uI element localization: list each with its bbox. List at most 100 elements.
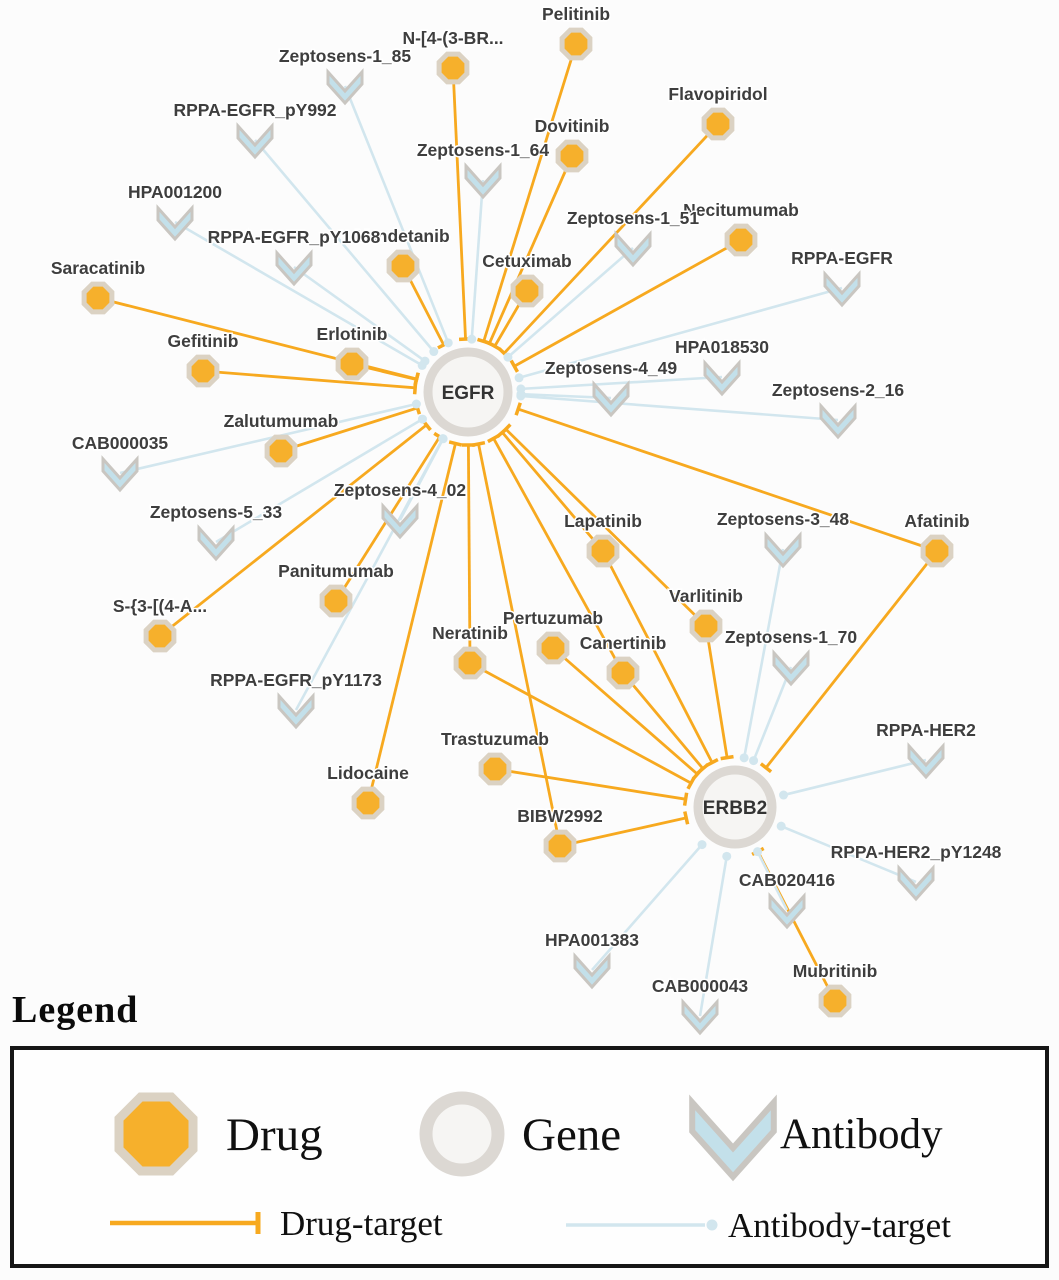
node-label-cetuximab: Cetuximab (482, 251, 571, 271)
drug-node-s-3-4-a (143, 619, 177, 653)
node-label-flavopiridol: Flavopiridol (668, 84, 767, 104)
edge-drug-target-varlitinib (704, 625, 729, 758)
drug-node-dovitinib (555, 139, 589, 173)
edge-antibody-target-hpa001200 (174, 220, 423, 367)
antibody-chevron (614, 230, 652, 268)
legend-antibody-chevron (689, 1094, 777, 1182)
antibody-target-dot (516, 391, 526, 401)
drug-octagon (81, 281, 115, 315)
antibody-node-zeptosens-1-70 (772, 649, 810, 687)
edge-drug-target-n-4-3-br (451, 67, 467, 340)
node-label-dovitinib: Dovitinib (535, 116, 610, 136)
edge-drug-target-lidocaine (366, 443, 457, 804)
edge-antibody-target-rppa-egfr-py992 (254, 139, 435, 353)
edge-drug-target-gefitinib (202, 369, 416, 390)
edge-drug-target-pertuzumab (552, 646, 699, 776)
drug-node-lapatinib (586, 534, 620, 568)
edge-antibody-target-rppa-her2 (783, 758, 927, 797)
gene-label-erbb2: ERBB2 (703, 798, 767, 819)
edge-drug-target-lapatinib (501, 431, 605, 552)
node-label-zeptosens-3-48: Zeptosens-3_48 (717, 509, 850, 529)
antibody-node-zeptosens-1-64 (464, 162, 502, 200)
antibody-target-dot (417, 414, 427, 424)
edge-antibody-target-cab000043 (698, 856, 729, 1017)
edge-antibody-target-zeptosens-1-85 (343, 85, 450, 344)
node-label-zeptosens-5-33: Zeptosens-5_33 (150, 502, 283, 522)
antibody-node-rppa-egfr (823, 270, 861, 308)
edge-drug-target-bibw2992 (477, 443, 562, 847)
gene-circle (693, 765, 777, 849)
antibody-target-dot (722, 851, 732, 861)
drug-node-necitumumab (724, 223, 758, 257)
edge-drug-target-zalutumumab (280, 406, 418, 453)
edge-drug-target-neratinib (466, 444, 472, 664)
drug-target-tee (683, 811, 690, 825)
antibody-chevron (681, 998, 719, 1036)
gene-node-egfr (423, 347, 513, 437)
drug-node-erlotinib (335, 347, 369, 381)
edge-antibody-target-rppa-egfr-py1068 (293, 265, 426, 363)
drug-target-tee (691, 768, 703, 781)
drug-target-tee (682, 792, 689, 806)
drug-node-afatinib (920, 534, 954, 568)
antibody-node-zeptosens-5-33 (197, 524, 235, 562)
antibody-target-dot (749, 756, 759, 766)
drug-octagon (606, 656, 640, 690)
edge-drug-target-neratinib (469, 661, 692, 785)
antibody-chevron (764, 531, 802, 569)
node-label-pertuzumab: Pertuzumab (503, 608, 603, 628)
drug-node-flavopiridol (701, 107, 735, 141)
node-label-pelitinib: Pelitinib (542, 4, 610, 24)
node-label-rppa-egfr-py1173: RPPA-EGFR_pY1173 (210, 670, 382, 690)
antibody-node-rppa-her2-py1248 (897, 864, 935, 902)
edge-antibody-target-zeptosens-1-51 (507, 247, 634, 359)
antibody-node-rppa-her2 (907, 742, 945, 780)
drug-target-tee (686, 776, 696, 790)
drug-target-tee (720, 754, 734, 761)
edge-antibody-target-zeptosens-5-33 (215, 417, 424, 544)
node-label-rppa-her2-py1248: RPPA-HER2_pY1248 (831, 842, 1002, 862)
node-label-cab020416: CAB020416 (739, 870, 836, 890)
node-label-vandetanib: Vandetanib (356, 226, 449, 246)
node-label-mubritinib: Mubritinib (793, 961, 878, 981)
drug-target-tee (759, 762, 773, 774)
antibody-node-zeptosens-2-16 (819, 402, 857, 440)
antibody-chevron (772, 649, 810, 687)
drug-node-varlitinib (689, 609, 723, 643)
antibody-target-dot (438, 434, 448, 444)
antibody-chevron (907, 742, 945, 780)
antibody-chevron (101, 455, 139, 493)
edge-antibody-target-hpa001383 (591, 843, 704, 971)
antibody-chevron (277, 692, 315, 730)
drug-octagon (724, 223, 758, 257)
drug-octagon (701, 107, 735, 141)
node-label-panitumumab: Panitumumab (278, 561, 394, 581)
node-label-hpa001383: HPA001383 (545, 930, 639, 950)
antibody-node-hpa018530 (703, 359, 741, 397)
antibody-node-zeptosens-1-85 (326, 68, 364, 106)
edge-antibody-target-rppa-her2-py1248 (780, 824, 917, 884)
edge-antibody-target-rppa-egfr-py1173 (294, 437, 444, 711)
antibody-chevron (819, 402, 857, 440)
drug-octagon (436, 51, 470, 85)
drug-octagon (536, 631, 570, 665)
edge-endmarks-layer (411, 334, 789, 861)
drug-octagon (186, 354, 220, 388)
edge-antibody-target-zeptosens-1-70 (752, 666, 793, 762)
legend-gene-icon (419, 1091, 505, 1177)
antibody-chevron (156, 204, 194, 242)
antibody-node-cab000043 (681, 998, 719, 1036)
edge-antibody-target-hpa018530 (520, 375, 723, 391)
node-label-rppa-egfr-py1068: RPPA-EGFR_pY1068 (208, 227, 381, 247)
legend-drug-target-label: Drug-target (280, 1204, 443, 1243)
edge-antibody-target-zeptosens-2-16 (520, 394, 839, 422)
drug-node-neratinib (453, 646, 487, 680)
node-label-zeptosens-1-64: Zeptosens-1_64 (417, 140, 550, 160)
edge-drug-target-afatinib (764, 550, 939, 769)
drug-node-pertuzumab (536, 631, 570, 665)
drug-node-cetuximab (510, 274, 544, 308)
legend-antibody-target-icon (566, 1219, 718, 1231)
gene-circle (423, 347, 513, 437)
drug-node-trastuzumab (478, 752, 512, 786)
